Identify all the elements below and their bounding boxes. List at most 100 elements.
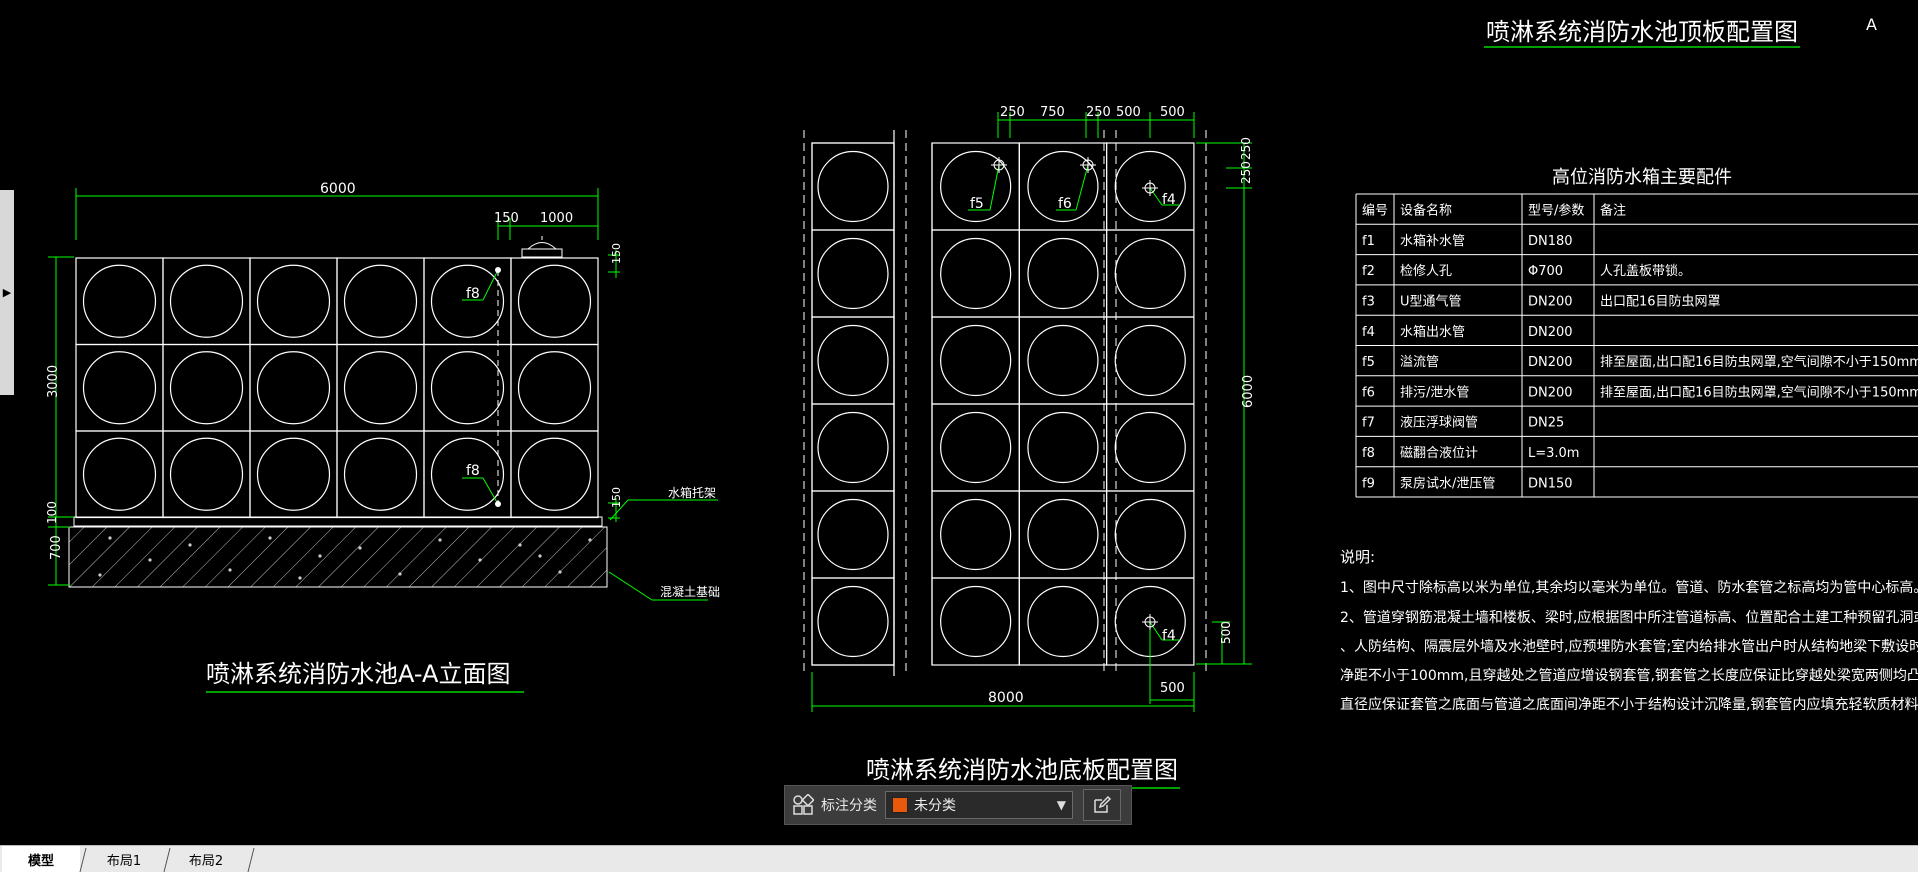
layout-tab-bar: 模型 布局1 布局2 [0, 845, 1918, 872]
tab-model[interactable]: 模型 [2, 846, 80, 872]
elevation-title: 喷淋系统消防水池A-A立面图 [206, 660, 510, 688]
plan-panel [811, 403, 895, 492]
top-title: 喷淋系统消防水池顶板配置图 [1486, 18, 1798, 46]
table-cell: L=3.0m [1528, 446, 1579, 461]
plan-dim-right-6000: 6000 [1241, 375, 1256, 408]
plan-panel-circle [817, 324, 889, 397]
table-cell: Φ700 [1528, 264, 1563, 279]
plan-panel-circle [1027, 498, 1099, 571]
elevation-panel [75, 257, 164, 346]
plan-panel [1018, 490, 1108, 579]
plan-panel [931, 490, 1020, 579]
plan-panel-circle [940, 498, 1012, 571]
tab-layout1[interactable]: 布局1 [84, 846, 164, 872]
plan-panel [1018, 403, 1108, 492]
plan-dim-top-2: 750 [1040, 105, 1065, 120]
aggregate-dot [188, 543, 192, 547]
elevation-panel-circle [343, 437, 418, 511]
tab-model-label: 模型 [27, 853, 54, 869]
notes-line-1: 1、图中尺寸除标高以米为单位,其余均以毫米为单位。管道、防水套管之标高均为管中心… [1340, 579, 1918, 596]
elevation-panel [162, 257, 251, 346]
elevation-panel-circle [82, 437, 157, 511]
plan-dim-top-4: 500 [1116, 105, 1141, 120]
plan-panel-circle [940, 411, 1012, 484]
plan-panel [1105, 403, 1195, 492]
table-cell: f7 [1362, 416, 1375, 431]
table-cell: 水箱补水管 [1400, 233, 1465, 249]
elevation-panel [423, 343, 512, 432]
elevation-panel-circle [430, 351, 505, 425]
elev-dim-3000: 3000 [46, 365, 61, 398]
elevation-panel-circle [169, 351, 244, 425]
table-cell: f1 [1362, 234, 1375, 249]
elevation-panel-circle [256, 351, 331, 425]
notes-line-3: 、人防结构、隔震层外墙及水池壁时,应预埋防水套管;室内给排水管出户时从结构地梁下… [1340, 638, 1918, 655]
annotation-category-selected: 未分类 [914, 798, 956, 814]
aggregate-dot [588, 538, 592, 542]
elevation-panel-grid [75, 257, 599, 519]
plan-panel-circle [817, 411, 889, 484]
grid-icon [793, 794, 814, 815]
table-cell: 出口配16目防虫网罩 [1600, 294, 1721, 310]
table-cell: f4 [1362, 325, 1375, 340]
elev-dim-150-rb: 150 [610, 487, 623, 508]
table-cell: 泵房试水/泄压管 [1400, 475, 1495, 491]
table-cell: 液压浮球阀管 [1400, 416, 1478, 431]
elevation-panel [510, 430, 599, 519]
aggregate-dot [438, 538, 442, 542]
plan-panel [811, 490, 895, 579]
elevation-panel-circle [256, 437, 331, 511]
plan-panel [931, 577, 1020, 666]
plan-panel-circle [1114, 237, 1186, 310]
tank-support-plate [73, 516, 603, 527]
chevron-down-icon: ▼ [1056, 798, 1066, 812]
table-title: 高位消防水箱主要配件 [1552, 167, 1732, 188]
plan-panel [811, 316, 895, 405]
plan-panel-circle [1027, 150, 1099, 223]
plan-panel-circle [817, 237, 889, 310]
plan-dim-right-500: 500 [1219, 621, 1233, 644]
elevation-panel [162, 430, 251, 519]
plan-panel-circle [940, 585, 1012, 658]
plan-dim-bottom-8000: 8000 [988, 690, 1024, 706]
plan-panel [1018, 316, 1108, 405]
table-cell: 人孔盖板带锁。 [1600, 263, 1691, 279]
annotation-category-toolbar: 标注分类 未分类 ▼ [784, 785, 1132, 825]
annotation-category-label: 标注分类 [821, 798, 877, 814]
elevation-panel-circle [343, 264, 418, 338]
elev-dim-700: 700 [49, 535, 64, 560]
plan-dim-right-250a: 250 [1239, 137, 1253, 160]
plan-dim-bottom-500: 500 [1160, 681, 1185, 696]
plan-panel-circle [1027, 585, 1099, 658]
plan-panel [1105, 316, 1195, 405]
elevation-panel [75, 343, 164, 432]
edit-category-button[interactable] [1083, 789, 1121, 821]
annotation-grid-button[interactable] [785, 785, 821, 825]
elevation-panel-circle [430, 437, 505, 511]
elevation-panel [336, 430, 425, 519]
aggregate-dot [538, 554, 542, 558]
plan-panel-circle [817, 498, 889, 571]
elev-tag-f8-top: f8 [466, 286, 480, 302]
cad-drawing-canvas[interactable]: 喷淋系统消防水池顶板配置图 A [0, 0, 1918, 845]
side-panel-expand-button[interactable]: ▶ [0, 190, 14, 395]
elevation-panel-circle [430, 264, 505, 338]
plan-panel-circle [1114, 324, 1186, 397]
plan-dim-right-250b: 250 [1239, 161, 1253, 184]
plan-panel-circle [1114, 411, 1186, 484]
plan-panel [1018, 142, 1108, 231]
concrete-foundation [68, 526, 608, 588]
table-cell: f2 [1362, 264, 1375, 279]
plan-panel [1105, 229, 1195, 318]
plan-dimensions [811, 112, 1252, 712]
plan-panel [931, 403, 1020, 492]
elevation-panel [249, 343, 338, 432]
tab-layout2-label: 布局2 [188, 853, 224, 869]
elevation-panel [162, 343, 251, 432]
tab-layout2[interactable]: 布局2 [166, 846, 246, 872]
plan-tag-f6: f6 [1058, 196, 1072, 212]
plan-tag-f5: f5 [970, 196, 984, 212]
plan-panel-circle [940, 324, 1012, 397]
annotation-category-dropdown[interactable]: 未分类 ▼ [885, 791, 1073, 819]
